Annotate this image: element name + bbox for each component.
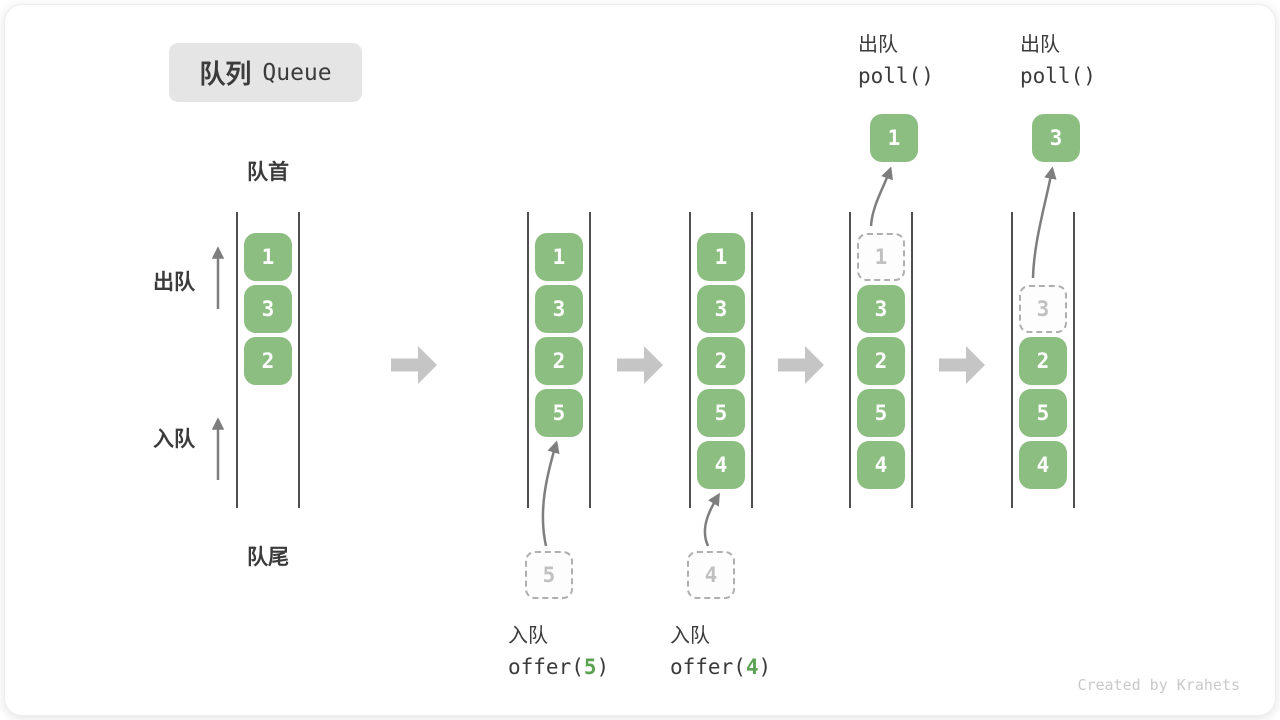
queue-cell: 3 (857, 285, 905, 333)
queue-cell: 1 (535, 233, 583, 281)
queue-front-label: 队首 (247, 161, 289, 184)
title-badge: 队列 Queue (169, 43, 362, 102)
queue-cell: 4 (857, 441, 905, 489)
dequeued-cell: 3 (1032, 114, 1080, 162)
queue-wall-left (849, 212, 851, 508)
dequeue-flow-arrow-icon (1031, 166, 1057, 279)
queue-cell: 5 (857, 389, 905, 437)
queue-cell: 1 (697, 233, 745, 281)
queue-cell-value: 2 (714, 349, 728, 373)
queue-wall-right (298, 212, 300, 508)
poll-code: poll() (858, 64, 934, 88)
enqueue-flow-arrow-icon (703, 492, 720, 547)
queue-cell: 5 (1019, 389, 1067, 437)
queue-cell-ghost: 3 (1019, 285, 1067, 333)
queue-cell-value: 1 (887, 126, 901, 150)
queue-cell-value: 2 (552, 349, 566, 373)
queue-cell-value: 5 (1036, 401, 1050, 425)
offer-code-post: ) (596, 655, 610, 679)
queue-cell-value: 3 (1036, 297, 1050, 321)
queue-cell-ghost: 1 (857, 233, 905, 281)
queue-cell-value: 5 (552, 401, 566, 425)
enqueue-op-label: 入队 (670, 625, 710, 647)
queue-wall-left (689, 212, 691, 508)
queue-cell-value: 5 (714, 401, 728, 425)
queue-wall-left (527, 212, 529, 508)
enqueue-pending-cell: 4 (687, 551, 735, 599)
offer-code: offer(4) (670, 655, 771, 679)
dequeue-op-label: 出队 (858, 34, 898, 56)
queue-cell-value: 1 (714, 245, 728, 269)
queue-cell-value: 3 (1049, 126, 1063, 150)
dequeue-flow-arrow-icon (869, 166, 893, 227)
enqueue-side-label: 入队 (153, 428, 195, 451)
step-arrow-icon (390, 345, 438, 385)
queue-cell: 5 (697, 389, 745, 437)
offer-code: offer(5) (508, 655, 609, 679)
queue-cell-value: 1 (874, 245, 888, 269)
queue-cell: 2 (857, 337, 905, 385)
step-arrow-icon (617, 345, 664, 385)
dequeue-side-label: 出队 (153, 271, 195, 294)
queue-cell-value: 1 (261, 245, 275, 269)
queue-cell-value: 2 (261, 349, 275, 373)
offer-code-pre: offer( (508, 655, 584, 679)
queue-cell-value: 2 (1036, 349, 1050, 373)
queue-cell-value: 4 (714, 453, 728, 477)
queue-cell: 3 (244, 285, 292, 333)
queue-rear-label: 队尾 (247, 546, 289, 569)
queue-cell-value: 5 (542, 563, 556, 587)
queue-cell-value: 3 (714, 297, 728, 321)
queue-cell: 5 (535, 389, 583, 437)
offer-code-post: ) (758, 655, 772, 679)
queue-cell-value: 5 (874, 401, 888, 425)
title-zh: 队列 (199, 59, 252, 89)
queue-cell-value: 4 (1036, 453, 1050, 477)
queue-cell-value: 2 (874, 349, 888, 373)
queue-cell: 4 (1019, 441, 1067, 489)
offer-code-pre: offer( (670, 655, 746, 679)
queue-cell-value: 4 (874, 453, 888, 477)
queue-wall-left (236, 212, 238, 508)
queue-cell: 2 (697, 337, 745, 385)
queue-wall-right (589, 212, 591, 508)
queue-cell: 1 (244, 233, 292, 281)
dequeued-cell: 1 (870, 114, 918, 162)
queue-cell: 4 (697, 441, 745, 489)
enqueue-flow-arrow-icon (541, 440, 560, 547)
step-arrow-icon (939, 345, 986, 385)
enqueue-caption: 入队 offer(4) (670, 619, 771, 679)
queue-cell-value: 3 (874, 297, 888, 321)
poll-code: poll() (1020, 64, 1096, 88)
queue-cell: 2 (1019, 337, 1067, 385)
queue-cell-value: 1 (552, 245, 566, 269)
offer-arg: 4 (745, 655, 759, 679)
enqueue-caption: 入队 offer(5) (508, 619, 609, 679)
offer-arg: 5 (583, 655, 597, 679)
queue-cell: 3 (535, 285, 583, 333)
queue-wall-left (1011, 212, 1013, 508)
dequeue-op-label: 出队 (1020, 34, 1060, 56)
dequeue-caption: 出队 poll() (858, 28, 934, 88)
enqueue-pending-cell: 5 (525, 551, 573, 599)
dequeue-caption: 出队 poll() (1020, 28, 1096, 88)
watermark: Created by Krahets (1077, 676, 1240, 694)
queue-cell-value: 3 (261, 297, 275, 321)
queue-cell: 2 (244, 337, 292, 385)
title-en: Queue (262, 59, 332, 86)
queue-wall-right (911, 212, 913, 508)
queue-cell-value: 3 (552, 297, 566, 321)
queue-wall-right (1073, 212, 1075, 508)
queue-cell: 3 (697, 285, 745, 333)
queue-cell: 2 (535, 337, 583, 385)
queue-cell-value: 4 (704, 563, 718, 587)
step-arrow-icon (778, 345, 825, 385)
queue-wall-right (751, 212, 753, 508)
enqueue-op-label: 入队 (508, 625, 548, 647)
